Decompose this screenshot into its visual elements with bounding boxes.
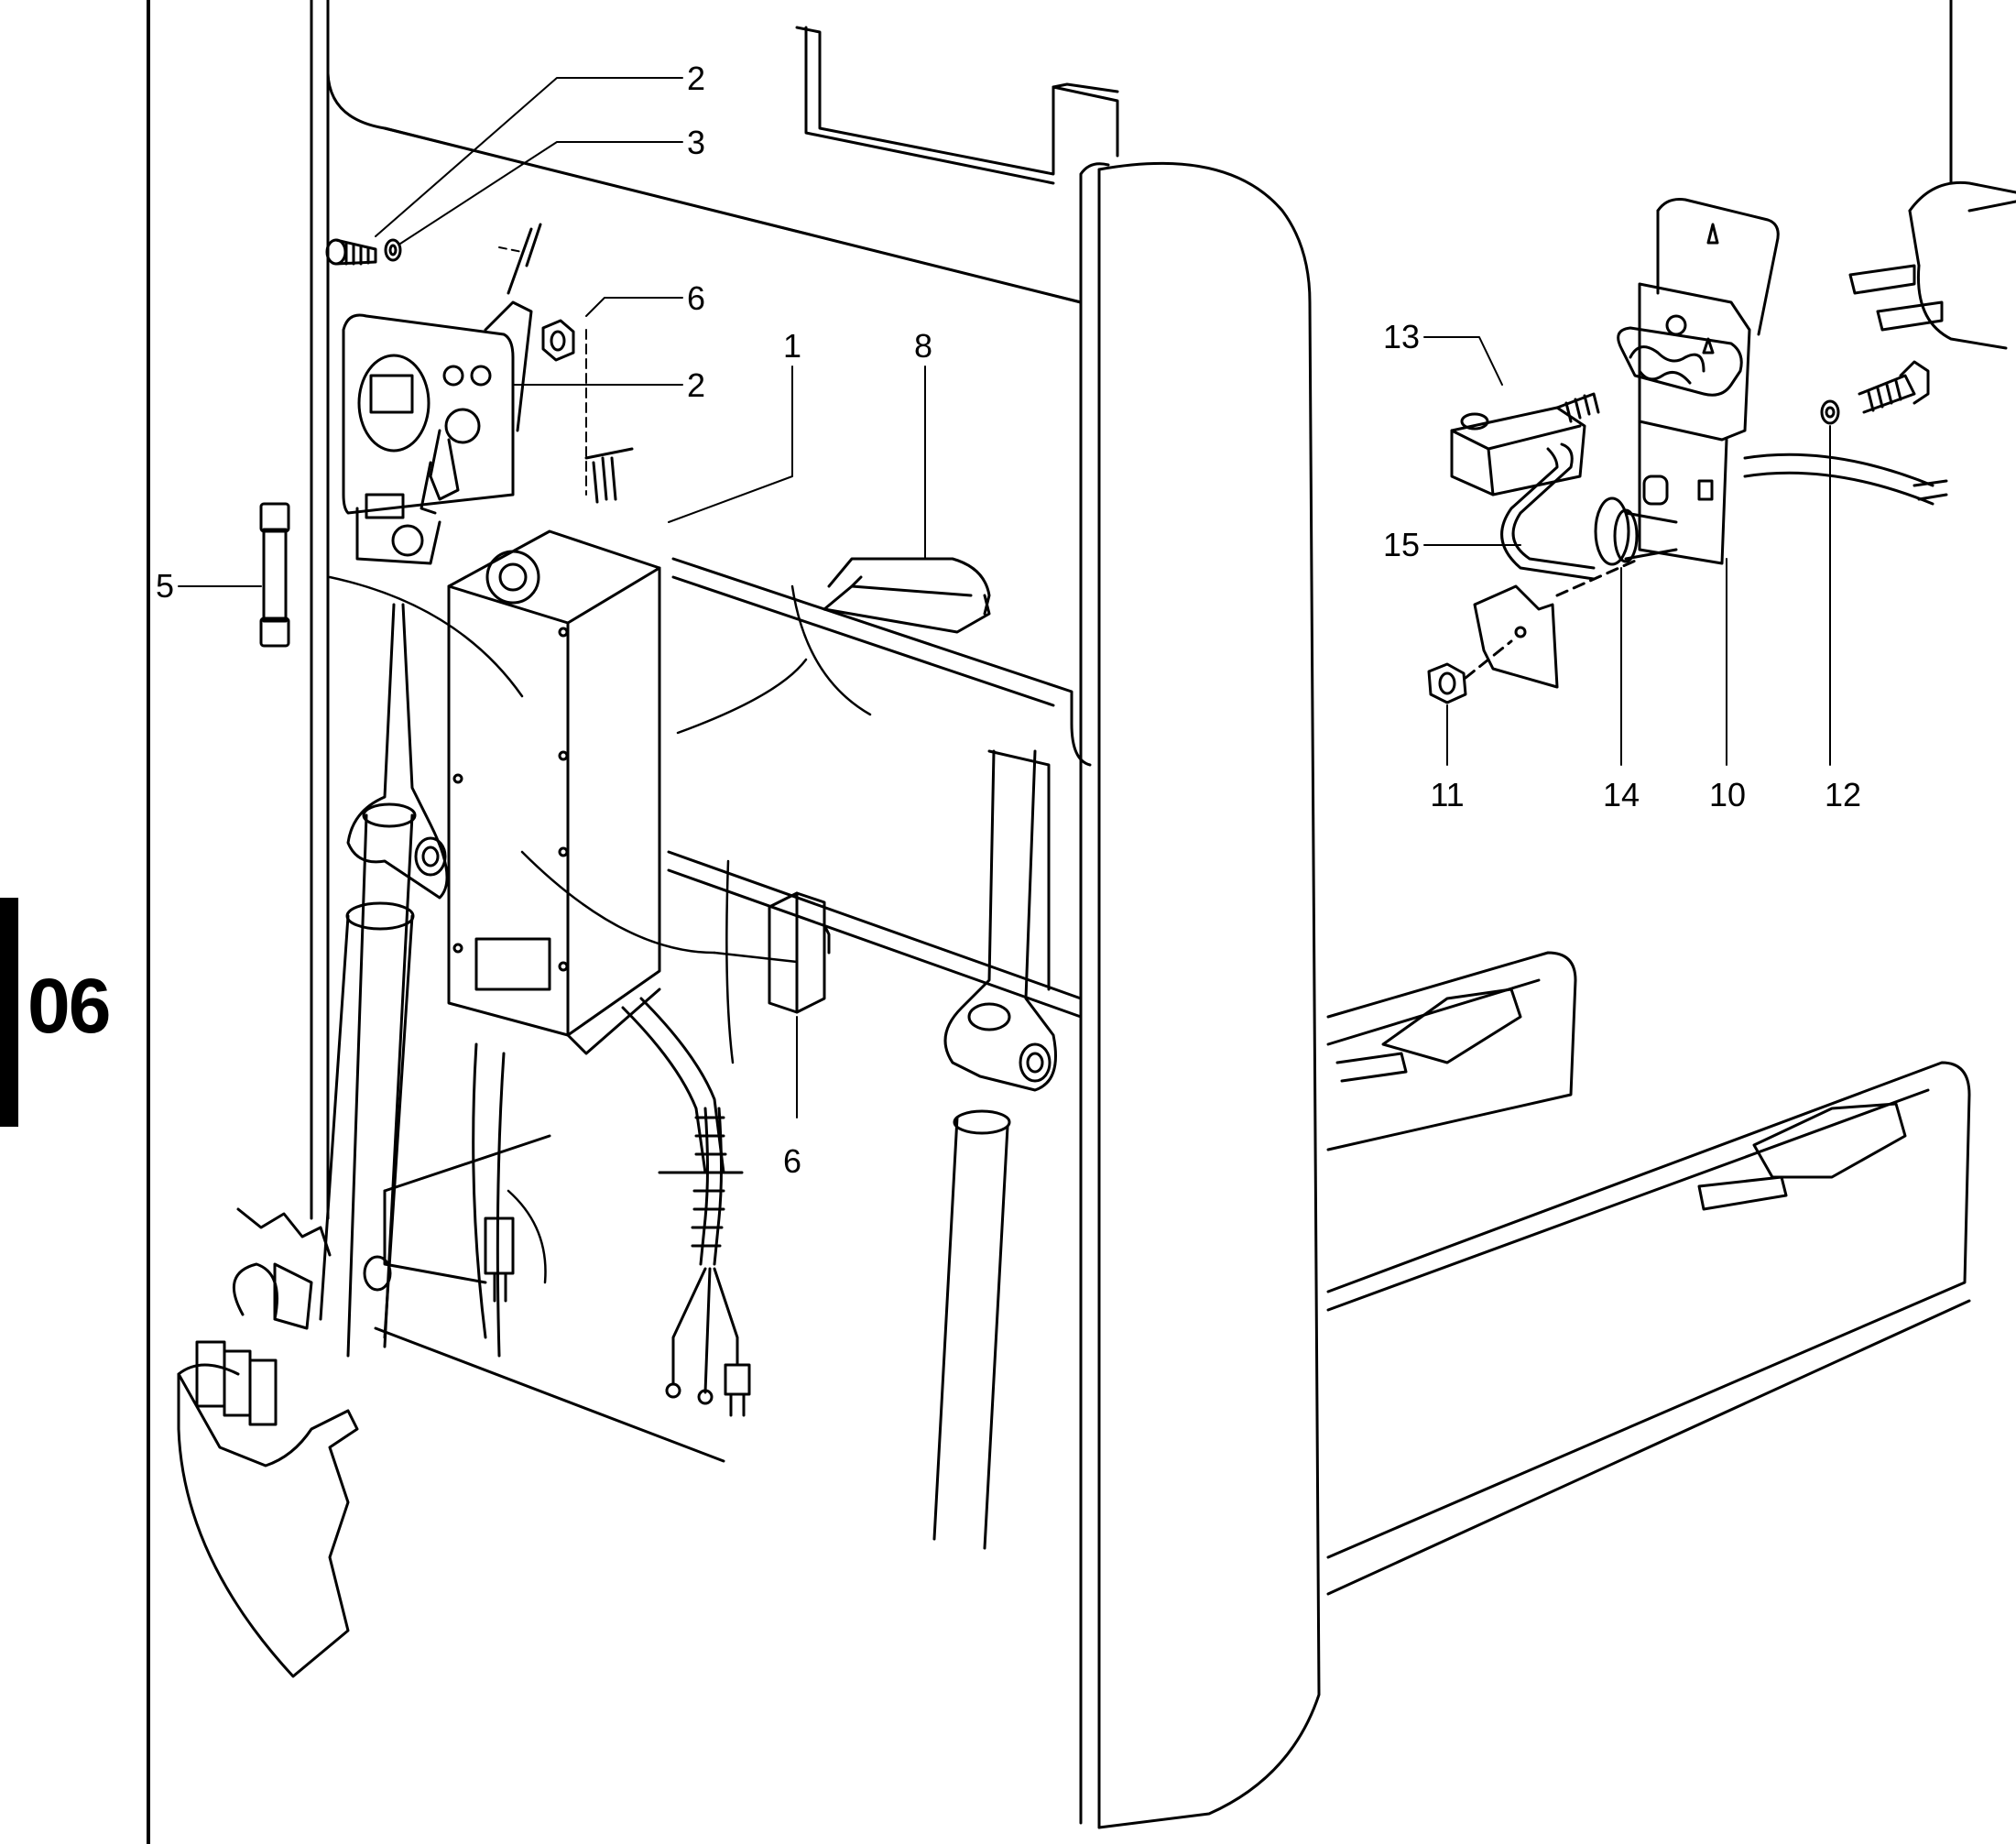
- cross-members: [667, 557, 1092, 1019]
- mains-plug: [1848, 0, 2016, 350]
- callout-4: 3: [687, 124, 705, 161]
- callout-12: 12: [1825, 776, 1861, 813]
- right-hydraulic-cylinder: [932, 749, 1057, 1550]
- callout-8: 8: [914, 327, 932, 365]
- cable-loop-15: [1500, 442, 1596, 581]
- connector-6: [768, 891, 831, 1014]
- section-tab-marker: [0, 898, 18, 1127]
- washer-4: [384, 238, 402, 262]
- callout-10: 10: [1709, 776, 1746, 813]
- left-hydraulic-cylinder: [319, 603, 449, 1358]
- page-margin-rule: [147, 0, 150, 1844]
- battery-connector-housing: [177, 1207, 359, 1678]
- wire-harness: [658, 1107, 751, 1417]
- callout-1: 1: [783, 327, 801, 365]
- lower-cable-connector: [472, 1042, 515, 1358]
- callout-6: 6: [783, 1142, 801, 1180]
- frame-back-panel: [310, 0, 1119, 1463]
- break-lines: [328, 575, 872, 1284]
- callout-3: 2: [687, 60, 705, 97]
- callout-labels: 2 3 6 2 1 8 5 6 13 15 11 14 10 12: [156, 60, 1861, 1180]
- callout-2: 2: [687, 366, 705, 404]
- section-number: 06: [27, 963, 111, 1049]
- nut-7: [541, 319, 634, 504]
- power-cable: [1743, 453, 1948, 506]
- callout-13: 13: [1383, 318, 1420, 355]
- callout-11: 11: [1430, 776, 1464, 813]
- pallet-forks: [1326, 951, 1971, 1596]
- callout-leaders: [178, 77, 1831, 1118]
- bracket-plate: [1473, 557, 1641, 689]
- grommet-14: [1594, 496, 1678, 566]
- callout-15: 15: [1383, 526, 1420, 563]
- screw-12: [1820, 360, 1930, 425]
- screw-3: [325, 238, 377, 266]
- mast-column: [1079, 161, 1321, 1829]
- callout-14: 14: [1603, 776, 1640, 813]
- callout-7: 6: [687, 279, 705, 317]
- plug-receptacle-10: [1617, 198, 1780, 565]
- nut-11: [1427, 639, 1513, 704]
- callout-5: 5: [156, 567, 174, 605]
- microswitch-13: [1450, 392, 1600, 496]
- plug-cover-8: [823, 557, 991, 634]
- fuse-5: [259, 502, 290, 648]
- control-box: [447, 529, 725, 1174]
- display-keyswitch-panel: [342, 223, 542, 565]
